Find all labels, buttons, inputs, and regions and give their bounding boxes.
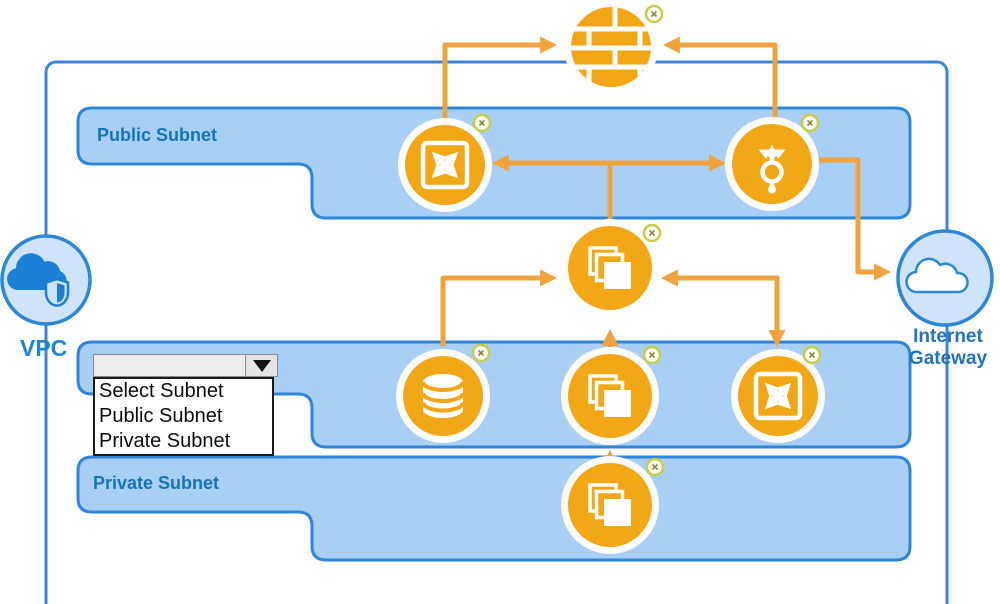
arrow-loadbalancer-to-gateway [818,157,892,281]
vpc-router-icon-public [398,113,492,212]
internet-gateway-label-line2: Gateway [908,348,988,369]
dropdown-option-select-subnet[interactable]: Select Subnet [99,380,224,402]
vpc-label: VPC [20,335,68,361]
subnet-dropdown-list: Select Subnet Public Subnet Private Subn… [93,377,274,456]
instances-icon-middle [561,345,662,445]
load-balancer-icon [725,113,820,211]
dropdown-option-private-subnet[interactable]: Private Subnet [99,430,231,452]
arrow-loadbalancer-to-firewall [662,36,778,120]
status-badge-icon [644,4,664,24]
internet-gateway-label: Internet Gateway [898,326,998,370]
vpc-boundary [44,60,949,604]
subnet-dropdown[interactable] [93,354,278,377]
instances-icon-private [561,456,665,554]
subnet-band-private [76,455,912,562]
chevron-down-icon [252,359,271,372]
status-badge-icon [645,457,665,477]
status-badge-icon [471,343,491,363]
internet-gateway-icon [896,229,994,327]
instances-icon-top [561,219,662,317]
status-badge-icon [472,113,492,133]
vpc-router-icon-middle [731,345,825,443]
status-badge-icon [642,345,662,365]
arrow-router-to-firewall [442,36,558,120]
arrow-database-to-instances [440,269,558,346]
subnet-band-middle [76,340,912,449]
internet-gateway-label-line1: Internet [913,326,983,347]
dropdown-option-public-subnet[interactable]: Public Subnet [99,405,223,427]
vpc-icon [0,234,92,326]
status-badge-icon [800,113,820,133]
public-subnet-label: Public Subnet [97,125,218,145]
private-subnet-label: Private Subnet [93,473,220,493]
dropdown-arrow-button[interactable] [245,355,277,376]
status-badge-icon [802,345,822,365]
arrow-instances-middle-router [660,269,786,348]
database-icon [396,343,491,443]
status-badge-icon [642,223,662,243]
firewall-icon [564,0,664,94]
